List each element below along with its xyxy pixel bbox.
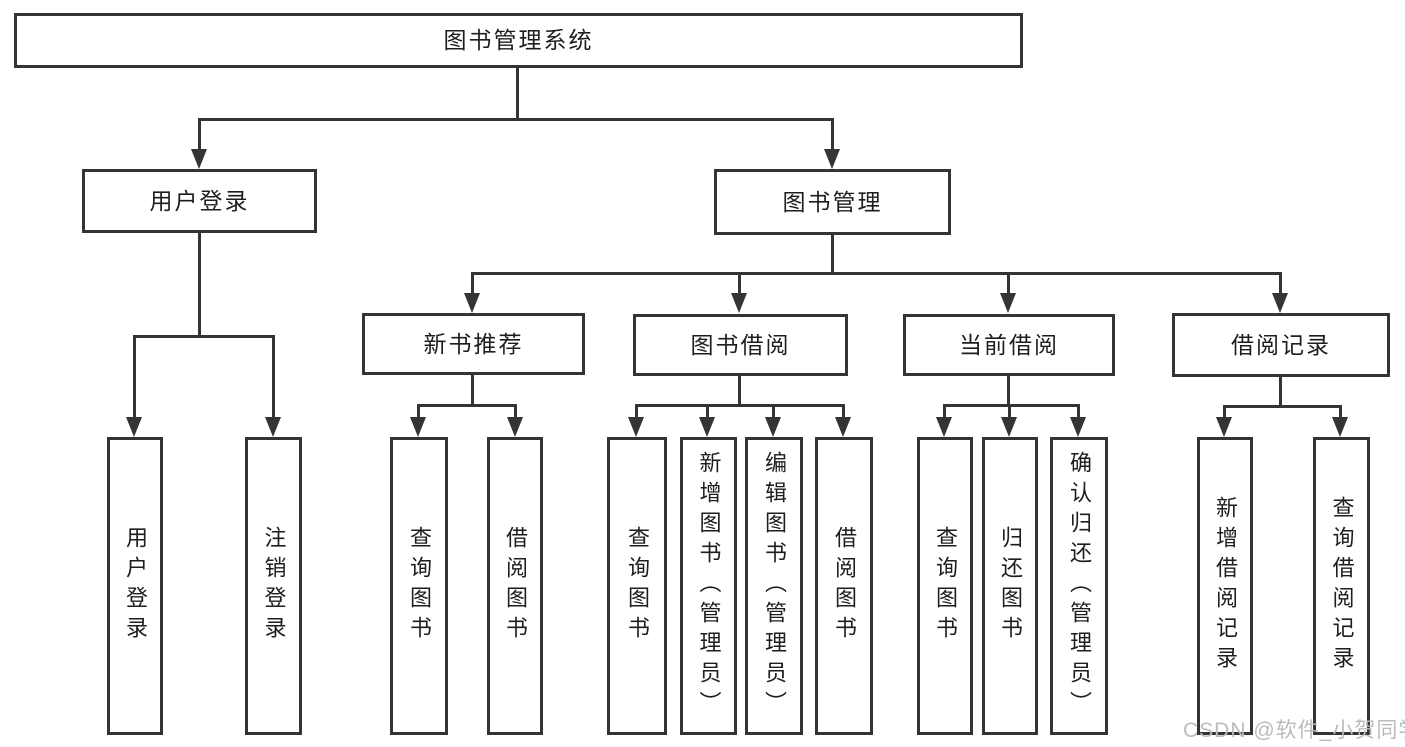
edge-line xyxy=(133,335,136,419)
arrowhead-down-icon xyxy=(628,417,644,437)
arrowhead-down-icon xyxy=(126,417,142,437)
edge-line xyxy=(514,404,517,418)
leaf-label: 编辑图书（管理员） xyxy=(762,451,787,721)
arrowhead-down-icon xyxy=(1272,293,1288,313)
leaf-confirm-return-admin: 确认归还（管理员） xyxy=(1050,437,1108,735)
edge-line xyxy=(831,235,834,272)
edge-line xyxy=(1223,405,1226,418)
node-label: 借阅记录 xyxy=(1231,331,1331,358)
arrowhead-down-icon xyxy=(936,417,952,437)
edge-line xyxy=(842,404,845,418)
edge-line xyxy=(198,118,201,152)
node-new-book-recommendation: 新书推荐 xyxy=(362,313,585,375)
edge-line xyxy=(272,335,275,419)
leaf-return-books: 归还图书 xyxy=(982,437,1038,735)
edge-line xyxy=(1077,404,1080,418)
leaf-label: 用户登录 xyxy=(123,526,148,646)
edge-line xyxy=(1007,376,1010,407)
edge-line xyxy=(1223,405,1342,408)
node-book-borrowing: 图书借阅 xyxy=(633,314,848,376)
arrowhead-down-icon xyxy=(1000,293,1016,313)
leaf-query-books-recommend: 查询图书 xyxy=(390,437,448,735)
leaf-label: 查询图书 xyxy=(625,526,650,646)
node-user-login: 用户登录 xyxy=(82,169,317,233)
edge-line xyxy=(198,233,201,335)
edge-line xyxy=(706,404,709,418)
arrowhead-down-icon xyxy=(1001,417,1017,437)
edge-line xyxy=(738,376,741,407)
arrowhead-down-icon xyxy=(1216,417,1232,437)
edge-line xyxy=(471,375,474,407)
node-label: 用户登录 xyxy=(149,187,250,214)
edge-line xyxy=(471,272,1282,275)
edge-line xyxy=(417,404,517,407)
arrowhead-down-icon xyxy=(835,417,851,437)
leaf-query-borrow-record: 查询借阅记录 xyxy=(1313,437,1370,735)
leaf-borrow-books-recommend: 借阅图书 xyxy=(487,437,543,735)
edge-line xyxy=(772,404,775,418)
root-node-label: 图书管理系统 xyxy=(443,27,594,53)
node-label: 当前借阅 xyxy=(959,331,1059,358)
edge-line xyxy=(471,272,474,295)
edge-line xyxy=(1007,272,1010,295)
edge-line xyxy=(738,272,741,295)
leaf-add-books-admin: 新增图书（管理员） xyxy=(680,437,737,735)
node-book-management: 图书管理 xyxy=(714,169,951,235)
leaf-query-books-borrowing: 查询图书 xyxy=(607,437,667,735)
leaf-logout: 注销登录 xyxy=(245,437,302,735)
node-label: 图书管理 xyxy=(782,188,883,215)
leaf-edit-books-admin: 编辑图书（管理员） xyxy=(745,437,803,735)
arrowhead-down-icon xyxy=(507,417,523,437)
edge-line xyxy=(1279,377,1282,407)
leaf-label: 查询图书 xyxy=(933,526,958,646)
edge-line xyxy=(831,118,834,152)
csdn-watermark: CSDN @软件_小贺同学 xyxy=(1183,719,1405,742)
arrowhead-down-icon xyxy=(1070,417,1086,437)
edge-line xyxy=(417,404,420,418)
leaf-label: 新增图书（管理员） xyxy=(696,451,722,721)
leaf-query-books-current: 查询图书 xyxy=(917,437,973,735)
leaf-label: 注销登录 xyxy=(261,526,287,646)
edge-line xyxy=(635,404,638,418)
edge-line xyxy=(635,404,845,407)
arrowhead-down-icon xyxy=(265,417,281,437)
root-node-library-system: 图书管理系统 xyxy=(14,13,1023,68)
edge-line xyxy=(943,404,946,418)
leaf-borrow-books: 借阅图书 xyxy=(815,437,873,735)
arrowhead-down-icon xyxy=(1332,417,1348,437)
edge-line xyxy=(133,335,275,338)
leaf-label: 查询借阅记录 xyxy=(1329,496,1355,676)
leaf-label: 查询图书 xyxy=(407,526,432,646)
arrowhead-down-icon xyxy=(410,417,426,437)
node-label: 新书推荐 xyxy=(423,330,524,357)
node-label: 图书借阅 xyxy=(690,331,791,358)
leaf-label: 借阅图书 xyxy=(503,526,528,646)
node-current-borrowing: 当前借阅 xyxy=(903,314,1115,376)
arrowhead-down-icon xyxy=(191,149,207,169)
edge-line xyxy=(1279,272,1282,295)
leaf-add-borrow-record: 新增借阅记录 xyxy=(1197,437,1253,735)
edge-line xyxy=(943,404,1080,407)
arrowhead-down-icon xyxy=(731,293,747,313)
edge-line xyxy=(198,118,834,121)
leaf-user-login: 用户登录 xyxy=(107,437,163,735)
leaf-label: 新增借阅记录 xyxy=(1213,496,1238,676)
node-borrowing-records: 借阅记录 xyxy=(1172,313,1390,377)
arrowhead-down-icon xyxy=(824,149,840,169)
arrowhead-down-icon xyxy=(464,293,480,313)
edge-line xyxy=(1008,404,1011,418)
leaf-label: 归还图书 xyxy=(998,526,1023,646)
leaf-label: 借阅图书 xyxy=(832,526,857,646)
edge-line xyxy=(1339,405,1342,418)
arrowhead-down-icon xyxy=(699,417,715,437)
edge-line xyxy=(516,68,519,118)
leaf-label: 确认归还（管理员） xyxy=(1067,451,1092,721)
arrowhead-down-icon xyxy=(765,417,781,437)
